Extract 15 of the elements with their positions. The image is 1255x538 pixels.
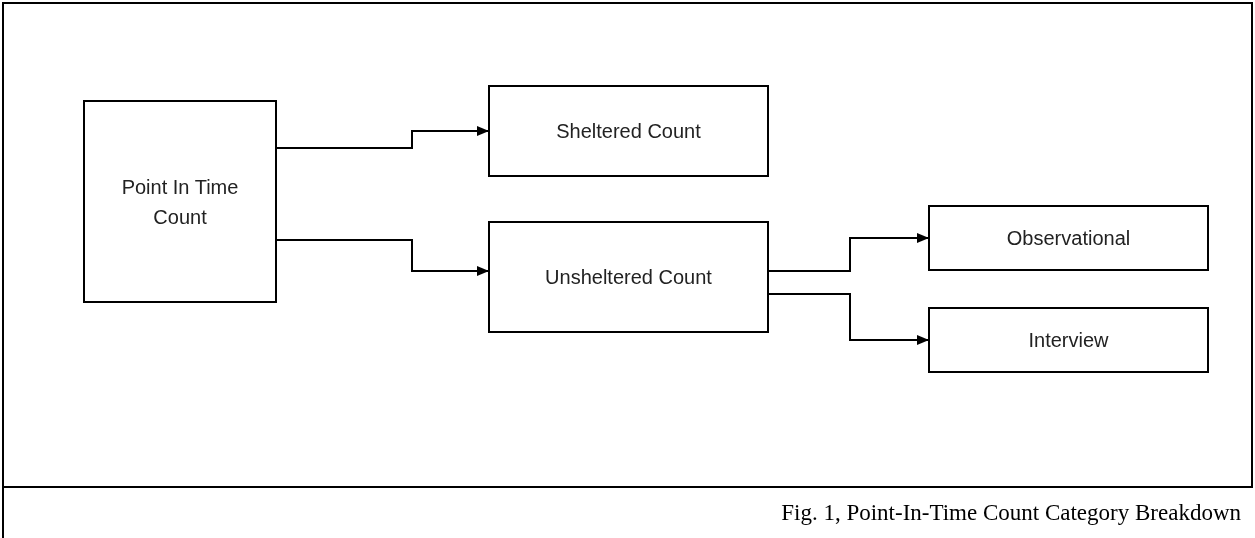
caption: Fig. 1, Point-In-Time Count Category Breakdown (781, 499, 1241, 527)
process-box (928, 307, 1209, 373)
box-label: Point In Time Count (120, 174, 240, 230)
process-box (488, 85, 769, 177)
arrow (276, 126, 489, 149)
process-box (488, 221, 769, 333)
box-label: Interview (1028, 328, 1109, 353)
arrow (768, 233, 929, 272)
process-box (928, 205, 1209, 271)
arrow (768, 293, 929, 345)
box-label: Observational (1006, 226, 1131, 251)
box-label: Sheltered Count (556, 119, 701, 144)
box-label: Unsheltered Count (545, 265, 712, 290)
arrow (276, 239, 489, 276)
process-box (83, 100, 277, 303)
